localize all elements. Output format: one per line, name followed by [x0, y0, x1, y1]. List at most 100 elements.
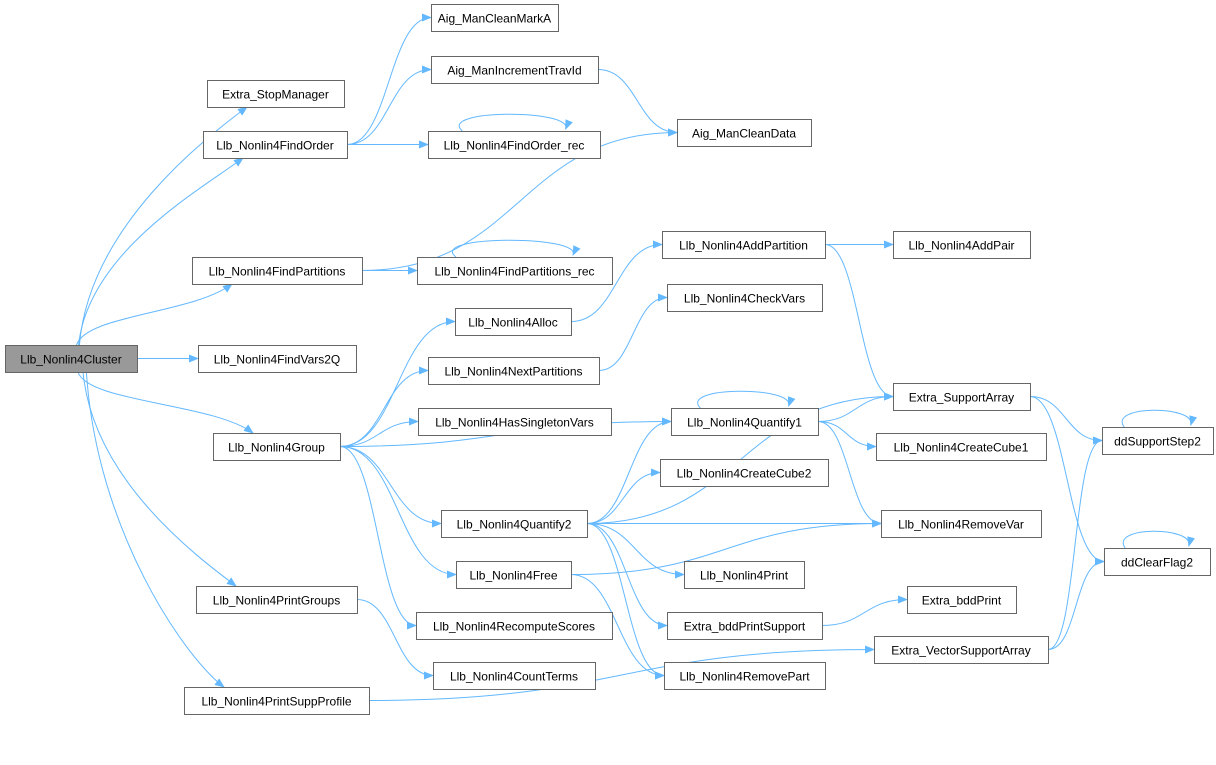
node-box: [456, 561, 572, 589]
node-box: [881, 510, 1042, 538]
edge-findorder-to-cleanmarka: [346, 13, 432, 145]
edge-inctrav-to-cleandata: [597, 69, 678, 137]
node-ddclearflag2[interactable]: ddClearFlag2: [1104, 548, 1211, 576]
node-label: Llb_Nonlin4CheckVars: [684, 292, 805, 306]
node-llb-nonlin4free[interactable]: Llb_Nonlin4Free: [456, 561, 572, 589]
node-label: Llb_Nonlin4AddPair: [908, 239, 1014, 253]
node-box: [184, 687, 370, 715]
node-llb-nonlin4group[interactable]: Llb_Nonlin4Group: [213, 433, 341, 461]
node-label: Extra_SupportArray: [909, 391, 1014, 405]
node-label: ddClearFlag2: [1121, 556, 1193, 570]
node-llb-nonlin4addpair[interactable]: Llb_Nonlin4AddPair: [893, 231, 1031, 259]
node-label: Llb_Nonlin4CreateCube1: [894, 441, 1029, 455]
node-box: [684, 561, 805, 589]
edge-quantify1-to-quantify1: [697, 390, 796, 409]
node-llb-nonlin4findorder-rec[interactable]: Llb_Nonlin4FindOrder_rec: [428, 131, 601, 159]
node-box: [1102, 427, 1214, 455]
node-llb-nonlin4recomputescores[interactable]: Llb_Nonlin4RecomputeScores: [416, 612, 613, 640]
edge-supportarray-to-ddclear: [1029, 396, 1105, 566]
node-llb-nonlin4createcube2[interactable]: Llb_Nonlin4CreateCube2: [660, 459, 829, 487]
node-ddsupportstep2[interactable]: ddSupportStep2: [1102, 427, 1214, 455]
node-extra-bddprintsupport[interactable]: Extra_bddPrintSupport: [667, 612, 823, 640]
node-label: Llb_Nonlin4FindPartitions_rec: [434, 265, 594, 279]
node-label: Llb_Nonlin4Quantify1: [687, 416, 802, 430]
node-label: Llb_Nonlin4Quantify2: [457, 518, 572, 532]
edge-quantify2-to-cube2: [586, 468, 661, 524]
edge-vecsupport-to-ddsupport: [1047, 436, 1103, 650]
node-llb-nonlin4printgroups[interactable]: Llb_Nonlin4PrintGroups: [196, 586, 358, 614]
node-box: [433, 662, 596, 690]
edge-quantify2-to-quantify1: [586, 417, 672, 524]
node-extra-bddprint[interactable]: Extra_bddPrint: [907, 586, 1017, 614]
node-label: Llb_Nonlin4FindOrder_rec: [444, 139, 585, 153]
edge-quantify2-to-bddprintsupp: [586, 523, 668, 630]
node-llb-nonlin4removevar[interactable]: Llb_Nonlin4RemoveVar: [881, 510, 1042, 538]
node-label: Llb_Nonlin4FindVars2Q: [214, 353, 341, 367]
node-box: [416, 612, 613, 640]
node-llb-nonlin4hassingletonvars[interactable]: Llb_Nonlin4HasSingletonVars: [418, 408, 612, 436]
node-llb-nonlin4addpartition[interactable]: Llb_Nonlin4AddPartition: [662, 231, 826, 259]
node-box: [907, 586, 1017, 614]
edge-group-to-recompute: [339, 446, 417, 630]
edge-cluster-to-findorder: [78, 157, 244, 346]
node-box: [196, 586, 358, 614]
node-box: [441, 510, 588, 538]
node-llb-nonlin4print[interactable]: Llb_Nonlin4Print: [684, 561, 805, 589]
node-aig-manincrementtravid[interactable]: Aig_ManIncrementTravId: [431, 56, 599, 84]
node-extra-vectorsupportarray[interactable]: Extra_VectorSupportArray: [874, 636, 1049, 664]
edge-cluster-to-suppprofile: [85, 371, 225, 688]
node-llb-nonlin4findpartitions-rec[interactable]: Llb_Nonlin4FindPartitions_rec: [417, 257, 613, 285]
edge-cluster-to-findparts: [75, 283, 233, 346]
node-box: [667, 612, 823, 640]
edge-group-to-nextparts: [339, 366, 429, 447]
node-extra-stopmanager[interactable]: Extra_StopManager: [207, 80, 345, 108]
node-box: [662, 231, 826, 259]
edge-findorder_rec-to-findorder_rec: [458, 113, 573, 132]
node-box: [455, 308, 572, 336]
node-llb-nonlin4alloc[interactable]: Llb_Nonlin4Alloc: [455, 308, 572, 336]
node-label: Extra_bddPrint: [922, 594, 1002, 608]
node-box: [660, 459, 829, 487]
node-llb-nonlin4printsuppprofile[interactable]: Llb_Nonlin4PrintSuppProfile: [184, 687, 370, 715]
node-llb-nonlin4quantify2[interactable]: Llb_Nonlin4Quantify2: [441, 510, 588, 538]
edge-quantify1-to-cube1: [817, 421, 877, 451]
node-label: Aig_ManCleanData: [692, 127, 796, 141]
node-box: [671, 408, 819, 436]
edge-cluster-to-stopmgr: [78, 106, 248, 346]
node-label: Llb_Nonlin4CreateCube2: [677, 467, 812, 481]
node-llb-nonlin4createcube1[interactable]: Llb_Nonlin4CreateCube1: [876, 433, 1047, 461]
edge-bddprintsupp-to-bddprint: [821, 595, 908, 626]
edge-ddsupport-to-ddsupport: [1121, 409, 1198, 428]
nodes-layer: Llb_Nonlin4Cluster Extra_StopManagerLlb_N…: [5, 4, 1214, 715]
node-box: [428, 357, 600, 385]
edge-alloc-to-addpart: [570, 240, 663, 322]
edge-cluster-to-group: [77, 371, 254, 434]
node-llb-nonlin4checkvars[interactable]: Llb_Nonlin4CheckVars: [667, 284, 823, 312]
node-box: [893, 231, 1031, 259]
edge-ddclear-to-ddclear: [1122, 530, 1195, 549]
node-llb-nonlin4findvars2q[interactable]: Llb_Nonlin4FindVars2Q: [198, 345, 357, 373]
node-llb-nonlin4countterms[interactable]: Llb_Nonlin4CountTerms: [433, 662, 596, 690]
node-label: Llb_Nonlin4AddPartition: [679, 239, 808, 253]
node-aig-mancleandata[interactable]: Aig_ManCleanData: [677, 119, 812, 147]
edge-supportarray-to-ddsupport: [1029, 396, 1103, 445]
node-label: Llb_Nonlin4PrintSuppProfile: [201, 695, 351, 709]
node-label: Llb_Nonlin4FindPartitions: [209, 265, 346, 279]
node-llb-nonlin4findpartitions[interactable]: Llb_Nonlin4FindPartitions: [192, 257, 363, 285]
node-box: [213, 433, 341, 461]
node-label: Extra_VectorSupportArray: [891, 644, 1030, 658]
edge-printgroups-to-countterms: [356, 599, 434, 680]
edge-free-to-removevar: [570, 519, 882, 575]
node-aig-mancleanmarka[interactable]: Aig_ManCleanMarkA: [431, 4, 559, 32]
node-llb-nonlin4quantify1[interactable]: Llb_Nonlin4Quantify1: [671, 408, 819, 436]
node-llb-nonlin4removepart[interactable]: Llb_Nonlin4RemovePart: [664, 662, 826, 690]
node-llb-nonlin4findorder[interactable]: Llb_Nonlin4FindOrder: [203, 131, 348, 159]
node-llb-nonlin4cluster[interactable]: Llb_Nonlin4Cluster: [5, 345, 138, 373]
edge-nextparts-to-checkvars: [598, 293, 668, 371]
node-label: Aig_ManIncrementTravId: [447, 64, 581, 78]
node-llb-nonlin4nextpartitions[interactable]: Llb_Nonlin4NextPartitions: [428, 357, 600, 385]
node-label: Extra_bddPrintSupport: [684, 620, 806, 634]
edge-quantify2-to-removepart: [586, 523, 665, 680]
node-box: [431, 56, 599, 84]
node-extra-supportarray[interactable]: Extra_SupportArray: [893, 383, 1031, 411]
